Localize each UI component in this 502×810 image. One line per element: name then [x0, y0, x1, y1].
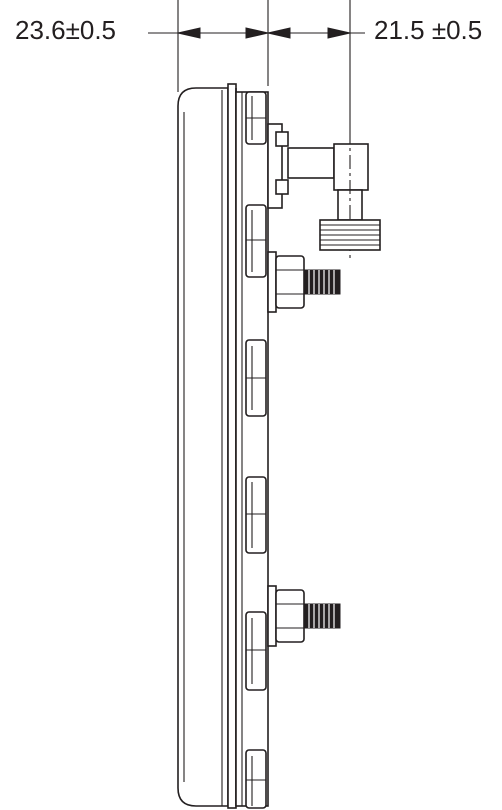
arrowhead [177, 27, 201, 39]
lower-mounting-stud [267, 585, 341, 647]
bumper [245, 476, 267, 554]
connector-thread [319, 219, 381, 251]
bumper [245, 339, 267, 417]
bumper [245, 91, 267, 145]
upper-mounting-stud [267, 251, 341, 313]
arrowhead [267, 27, 291, 39]
right-angle-connector [267, 123, 381, 258]
housing-body [177, 83, 269, 809]
bumper [245, 749, 267, 809]
bumper [245, 611, 267, 691]
bumper [245, 204, 267, 278]
side-bumpers [245, 91, 267, 809]
connector-depth-dimension-label: 21.5 ±0.5 [374, 15, 483, 45]
dimension-lines [148, 0, 365, 130]
body-depth-dimension-label: 23.6±0.5 [15, 15, 117, 45]
arrowhead [327, 27, 351, 39]
arrowhead [245, 27, 269, 39]
